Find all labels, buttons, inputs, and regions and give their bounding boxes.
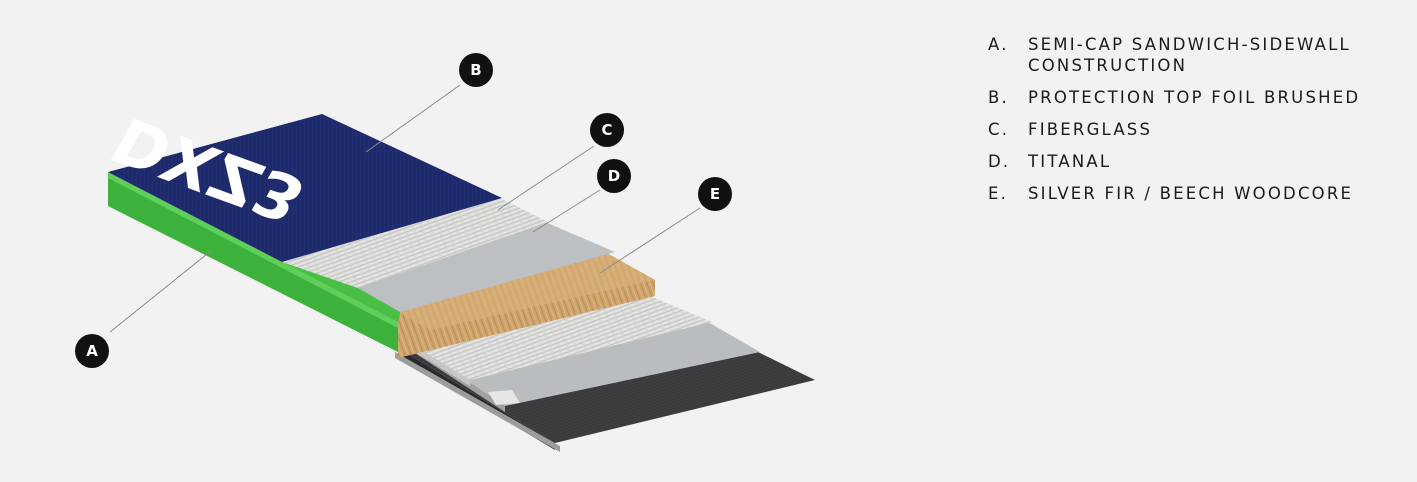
leader-line-d xyxy=(532,189,601,233)
leader-line-b xyxy=(365,84,461,153)
callout-d-label: D xyxy=(608,167,620,185)
sidewall-layer xyxy=(108,172,400,352)
callout-b-label: B xyxy=(470,61,481,79)
legend-text: PROTECTION TOP FOIL BRUSHED xyxy=(1028,88,1361,107)
leader-lines xyxy=(109,84,701,333)
legend-text: SEMI-CAP SANDWICH-SIDEWALL CONSTRUCTION xyxy=(1028,35,1351,75)
legend-text: SILVER FIR / BEECH WOODCORE xyxy=(1028,184,1354,203)
legend-letter: C. xyxy=(988,120,1010,139)
callout-e-label: E xyxy=(710,185,720,203)
legend-text: TITANAL xyxy=(1028,152,1112,171)
leader-line-a xyxy=(109,249,213,333)
legend-letter: A. xyxy=(988,35,1009,54)
construction-legend: A. SEMI-CAP SANDWICH-SIDEWALL CONSTRUCTI… xyxy=(988,34,1408,215)
woodcore-layer xyxy=(398,252,655,358)
legend-item-d: D. TITANAL xyxy=(988,151,1408,172)
legend-item-e: E. SILVER FIR / BEECH WOODCORE xyxy=(988,183,1408,204)
callout-c: C xyxy=(590,113,624,147)
leader-line-e xyxy=(599,207,701,274)
callout-e: E xyxy=(698,177,732,211)
legend-letter: E. xyxy=(988,184,1009,203)
legend-letter: D. xyxy=(988,152,1011,171)
callout-a-label: A xyxy=(86,342,98,360)
callout-d: D xyxy=(597,159,631,193)
upper-fiberglass-layer xyxy=(282,198,548,288)
legend-item-c: C. FIBERGLASS xyxy=(988,119,1408,140)
legend-letter: B. xyxy=(988,88,1009,107)
callout-c-label: C xyxy=(601,121,612,139)
leader-line-c xyxy=(497,145,595,211)
callout-b: B xyxy=(459,53,493,87)
legend-item-a: A. SEMI-CAP SANDWICH-SIDEWALL CONSTRUCTI… xyxy=(988,34,1408,76)
callout-a: A xyxy=(75,334,109,368)
legend-item-b: B. PROTECTION TOP FOIL BRUSHED xyxy=(988,87,1408,108)
legend-text: FIBERGLASS xyxy=(1028,120,1153,139)
